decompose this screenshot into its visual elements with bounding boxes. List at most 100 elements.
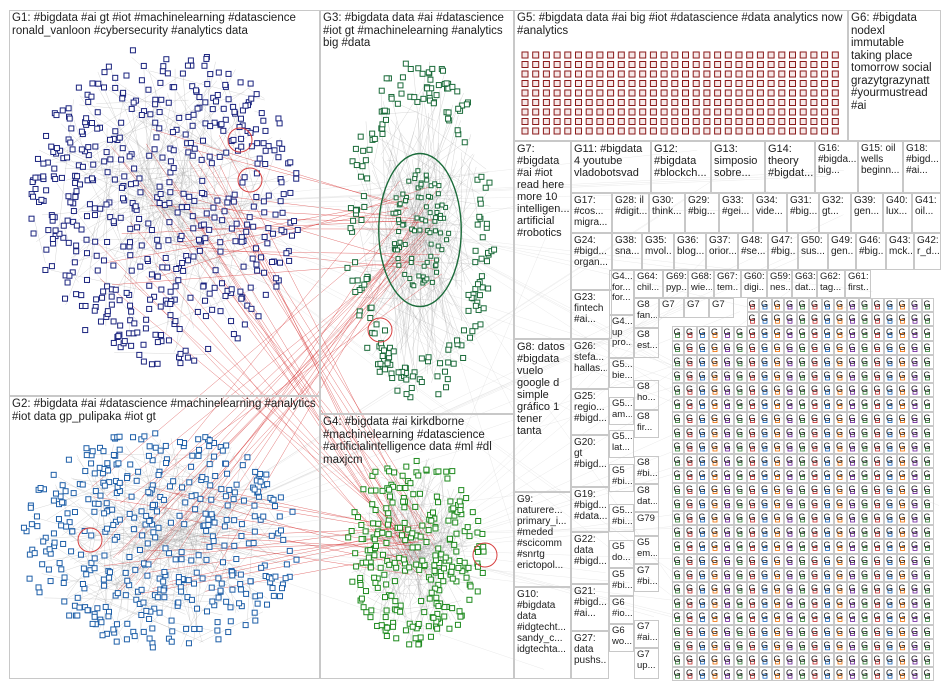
tiny-group-cell: G (846, 596, 859, 611)
tiny-group-cell: G (734, 411, 747, 426)
node (220, 127, 227, 134)
edge (159, 526, 761, 541)
tiny-group-cell: G (721, 354, 734, 369)
tiny-group-cell: G (871, 383, 884, 398)
tiny-group-cell: G (721, 397, 734, 412)
group-label-small: G8 est... (637, 330, 657, 351)
edge (114, 509, 138, 511)
tiny-group-cell: G (684, 525, 697, 540)
node (217, 239, 224, 246)
edge (388, 158, 424, 279)
group-panel-g67: G67: tem... (714, 270, 741, 298)
tiny-group-cell: G (909, 667, 922, 682)
edge (418, 243, 461, 287)
group-panel-g3: G3: #bigdata data #ai #datascience #iot … (320, 10, 514, 414)
edge (88, 177, 120, 242)
tiny-group-cell: G (896, 496, 909, 511)
node (146, 305, 153, 312)
node (142, 325, 149, 332)
tiny-group-cell: G (709, 482, 722, 497)
group-label-g27: G27: data pushs... (574, 633, 607, 666)
node (238, 295, 245, 302)
node (237, 115, 244, 122)
tiny-group-cell: G (921, 567, 934, 582)
node (59, 107, 66, 114)
tiny-group-cell: G (871, 340, 884, 355)
tiny-group-cell: G (746, 454, 759, 469)
node (228, 318, 235, 325)
tiny-group-cell: G (759, 638, 772, 653)
edge-red (153, 248, 400, 515)
node (195, 236, 202, 243)
tiny-group-cell: G (846, 567, 859, 582)
node (112, 84, 119, 91)
tiny-group-cell: G (746, 567, 759, 582)
group-label-g4: G4: #bigdata #ai kirkdborne #machinelear… (323, 416, 492, 466)
node (211, 214, 218, 221)
tiny-group-cell: G (721, 667, 734, 682)
node (185, 113, 192, 120)
edge (179, 172, 183, 209)
tiny-group-cell: G (771, 397, 784, 412)
tiny-group-cell: G (896, 383, 909, 398)
edge (64, 481, 107, 501)
group-label-g17: G17: #cos... migra... (574, 195, 608, 228)
tiny-group-cell: G (709, 425, 722, 440)
edge (398, 180, 411, 187)
edge (128, 206, 165, 251)
tiny-group-cell: G (759, 667, 772, 682)
group-label-small: G6 #io... (612, 598, 632, 619)
tiny-group-cell: G (784, 496, 797, 511)
edge (407, 172, 417, 194)
edge (199, 611, 264, 643)
tiny-group-cell: G (721, 596, 734, 611)
node (152, 119, 159, 126)
node (43, 187, 50, 194)
group-label-g20: G20: gt #bigd... (574, 437, 607, 470)
edge (180, 244, 201, 309)
group-label-g30: G30: think... (652, 195, 682, 217)
group-label-g31: G31: #big... (790, 195, 817, 217)
tiny-group-cell: G (821, 440, 834, 455)
edge (219, 530, 246, 581)
group-panel-g28: G28: il #digit... (612, 193, 649, 233)
tiny-group-cell: G (809, 610, 822, 625)
tiny-group-cell: G (721, 440, 734, 455)
tiny-group-cell: G (771, 326, 784, 341)
tiny-group-cell: G (834, 326, 847, 341)
node (238, 135, 245, 142)
tiny-group-cell: G (871, 667, 884, 682)
edge (400, 134, 454, 335)
tiny-group-cell: G (884, 610, 897, 625)
tiny-group-cell: G (671, 539, 684, 554)
group-panel-small-23: G7 (684, 298, 709, 318)
node (165, 237, 172, 244)
tiny-group-cell: G (721, 496, 734, 511)
group-label-small: G8 fir... (637, 412, 653, 433)
tiny-group-cell: G (884, 411, 897, 426)
node (127, 225, 134, 232)
node (221, 208, 228, 215)
edge (158, 539, 195, 555)
tiny-group-cell: G (846, 653, 859, 668)
tiny-group-cell: G (684, 397, 697, 412)
tiny-group-cell: G (784, 596, 797, 611)
tiny-group-cell: G (746, 468, 759, 483)
tiny-group-cell: G (921, 582, 934, 597)
tiny-group-cell: G (834, 383, 847, 398)
edge (437, 231, 458, 257)
node (65, 193, 72, 200)
tiny-group-cell: G (871, 553, 884, 568)
group-label-g37: G37: orior... (709, 235, 736, 257)
tiny-group-cell: G (796, 411, 809, 426)
tiny-group-cell: G (921, 539, 934, 554)
group-label-g59: G59: nes... (770, 272, 790, 293)
tiny-group-cell: G (759, 624, 772, 639)
tiny-group-cell: G (671, 653, 684, 668)
group-label-g19: G19: #bigd... #data... (574, 489, 607, 522)
tiny-group-cell: G (871, 638, 884, 653)
edge (177, 535, 277, 563)
node (95, 80, 102, 87)
edge (39, 540, 159, 563)
tiny-group-cell: G (921, 326, 934, 341)
